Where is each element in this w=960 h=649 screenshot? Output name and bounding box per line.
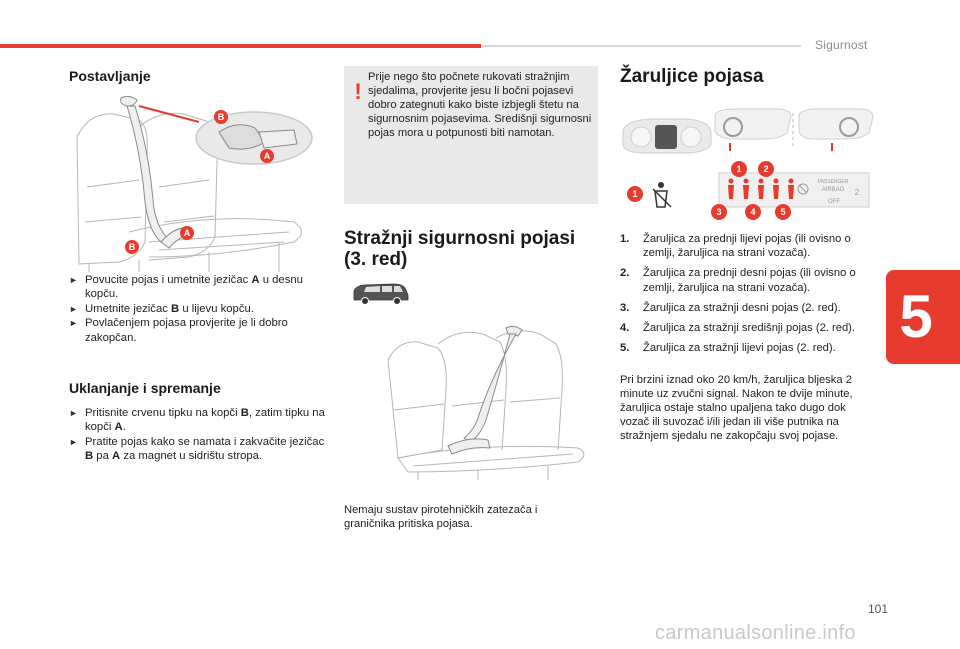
lamps-list: 1.Žaruljica za prednji lijevi pojas (ili… [620,232,878,361]
list-item: 4.Žaruljica za stražnji središnji pojas … [620,322,856,335]
belt-strap [126,105,170,243]
indicator-lamps-figure: PASSENGER AIRBAG OFF 2 1 1 2 3 4 5 [622,108,874,220]
callout-a-bottom-label: A [184,228,191,238]
list-item: 1.Žaruljica za prednji lijevi pojas (ili… [620,233,851,260]
callout-b-bottom-label: B [129,242,136,252]
rear-lamps-panel: PASSENGER AIRBAG OFF 2 [718,172,870,208]
callout-b-bottom [125,240,139,254]
callout-5-label: 5 [780,207,785,217]
watermark: carmanualsonline.info [655,622,856,644]
seat-outline-middle [437,331,507,451]
callout-b-top-label: B [218,112,225,122]
callout-1-driver-label: 1 [632,189,637,199]
van-icon [353,283,409,305]
seat-lines [393,397,574,467]
third-row-belt-figure [387,325,585,480]
roof-anchor [120,95,138,107]
callout-4 [745,204,761,220]
cushion-outline [128,218,302,258]
page-number: 101 [868,602,889,616]
rear-belts-title: Stražnji sigurnosni pojasi (3. red) [344,228,576,270]
belt-strap [463,333,517,443]
driver-belt-lamp [645,179,677,215]
callout-b-top [214,110,228,124]
belt-install-figure: B A A B [76,95,313,272]
header-accent-bar [0,44,481,48]
callout-a-top-label: A [264,151,271,161]
chapter-number: 5 [899,283,933,350]
steering-view-left [714,108,792,151]
list-item: ►Umetnite jezičac B u lijevu kopču. [69,302,254,315]
list-item: ►Povlačenjem pojasa provjerite je li dob… [69,317,288,344]
arrow-bullet-icon: ► [69,303,78,314]
list-item: 2.Žaruljica za prednji desni pojas (ili … [620,267,856,294]
svg-text:PASSENGER: PASSENGER [818,179,849,185]
cushion-outline [397,445,585,473]
list-item: ►Pratite pojas kako se namata i zakvačit… [69,435,325,463]
instrument-cluster [622,118,712,154]
list-item: 3.Žaruljica za stražnji desni pojas (2. … [620,301,841,314]
seat-outline-1 [76,113,148,265]
svg-text:OFF: OFF [828,199,840,205]
postavljanje-title: Postavljanje [69,68,151,84]
list-item: ►Povucite pojas i umetnite jezičac A u d… [69,274,303,301]
callout-4-label: 4 [750,207,755,217]
buckle-slot [258,129,298,149]
arrow-bullet-icon: ► [69,408,78,418]
arrow-bullet-icon: ► [69,436,78,447]
callout-a-top [260,149,274,163]
lamps-title: Žaruljice pojasa [620,66,764,87]
zoom-line [138,105,200,123]
uklanjanje-title: Uklanjanje i spremanje [69,380,221,396]
uklanjanje-steps: ►Pritisnite crvenu tipku na kopči B, zat… [69,406,327,464]
seat-legs [88,242,280,272]
warning-box: ! Prije nego što počnete rukovati stražn… [344,66,598,204]
callout-1-driver [627,186,643,202]
lamps-paragraph: Pri brzini iznad oko 20 km/h, žaruljica … [620,374,853,442]
warning-icon: ! [354,79,362,104]
rear-belts-note: Nemaju sustav pirotehničkih zatezača i g… [344,504,538,530]
callout-5 [775,204,791,220]
warning-text: Prije nego što počnete rukovati stražnji… [368,71,592,139]
callout-1-label: 1 [736,164,741,174]
arrow-bullet-icon: ► [69,275,78,285]
postavljanje-steps: ►Povucite pojas i umetnite jezičac A u d… [69,273,324,345]
list-item: 5.Žaruljica za stražnji lijevi pojas (2.… [620,342,836,355]
callout-a-bottom [180,226,194,240]
svg-text:2: 2 [855,188,860,197]
section-title: Sigurnost [815,38,868,52]
header-divider [481,45,801,47]
arrow-bullet-icon: ► [69,318,78,329]
callout-3 [711,204,727,220]
svg-text:AIRBAG: AIRBAG [822,187,845,193]
seat-lines [84,179,215,223]
list-item: ►Pritisnite crvenu tipku na kopči B, zat… [69,407,325,434]
callout-2-label: 2 [763,164,768,174]
chapter-tab: 5 [886,270,960,364]
belt-lap [447,438,491,455]
callout-1 [731,161,747,177]
callout-2 [758,161,774,177]
seat-legs [417,466,549,480]
callout-3-label: 3 [716,207,721,217]
seat-outline-left [387,341,447,459]
steering-view-right [798,108,874,151]
